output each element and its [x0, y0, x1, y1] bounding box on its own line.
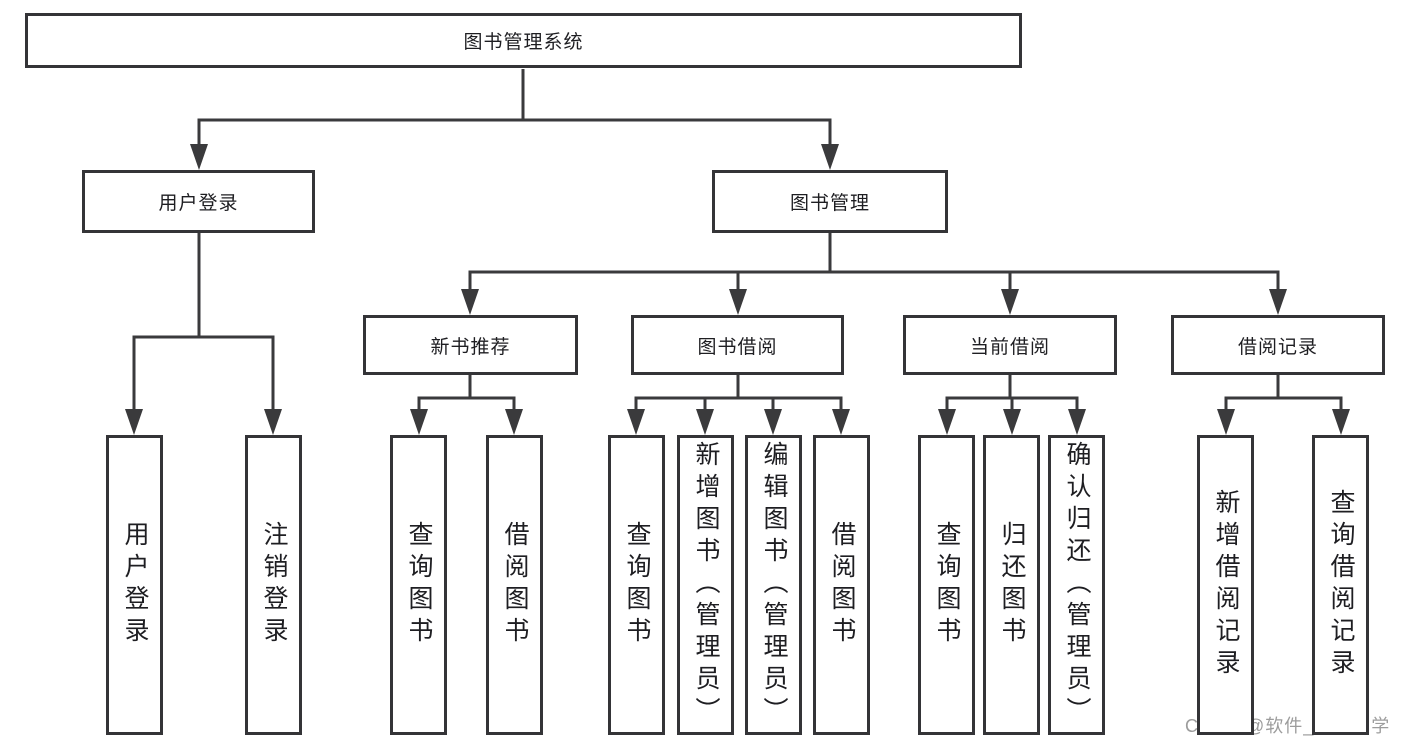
node-borrow-records: 借阅记录: [1171, 315, 1385, 375]
node-label: 图书管理: [789, 193, 870, 214]
leaf-add-borrow-record: 新增借阅记录: [1197, 435, 1254, 735]
node-label: 新增借阅记录: [1212, 489, 1240, 681]
leaf-add-book-admin: 新增图书（管理员）: [677, 435, 734, 735]
node-library-management-system: 图书管理系统: [25, 13, 1022, 68]
node-current-borrow: 当前借阅: [903, 315, 1117, 375]
node-label: 查询借阅记录: [1327, 489, 1355, 681]
node-label: 查询图书: [623, 521, 651, 649]
node-label: 当前借阅: [969, 336, 1050, 358]
node-label: 借阅图书: [828, 521, 856, 649]
leaf-borrow-books: 借阅图书: [813, 435, 870, 735]
node-book-borrow: 图书借阅: [631, 315, 844, 375]
leaf-edit-book-admin: 编辑图书（管理员）: [745, 435, 802, 735]
leaf-confirm-return-admin: 确认归还（管理员）: [1048, 435, 1105, 735]
node-label: 借阅记录: [1237, 336, 1318, 358]
leaf-query-books-borrow: 查询图书: [608, 435, 665, 735]
node-label: 查询图书: [933, 521, 961, 649]
leaf-return-book: 归还图书: [983, 435, 1040, 735]
leaf-logout: 注销登录: [245, 435, 302, 735]
node-label: 图书借阅: [697, 336, 778, 358]
node-label: 确认归还（管理员）: [1063, 441, 1091, 729]
node-label: 图书管理系统: [463, 32, 584, 53]
node-label: 用户登录: [121, 521, 149, 649]
leaf-borrow-books-recommend: 借阅图书: [486, 435, 543, 735]
node-label: 借阅图书: [501, 521, 529, 649]
node-label: 编辑图书（管理员）: [760, 441, 788, 729]
node-new-book-recommend: 新书推荐: [363, 315, 578, 375]
node-user-login: 用户登录: [82, 170, 315, 233]
node-label: 用户登录: [158, 193, 239, 214]
leaf-query-borrow-record: 查询借阅记录: [1312, 435, 1369, 735]
node-label: 新书推荐: [430, 336, 511, 358]
node-label: 新增图书（管理员）: [692, 441, 720, 729]
node-label: 查询图书: [405, 521, 433, 649]
leaf-query-books-current: 查询图书: [918, 435, 975, 735]
leaf-query-books-recommend: 查询图书: [390, 435, 447, 735]
arrowheads: [125, 144, 1350, 435]
leaf-user-login: 用户登录: [106, 435, 163, 735]
node-label: 归还图书: [998, 521, 1026, 649]
node-book-management: 图书管理: [712, 170, 948, 233]
node-label: 注销登录: [260, 521, 288, 649]
